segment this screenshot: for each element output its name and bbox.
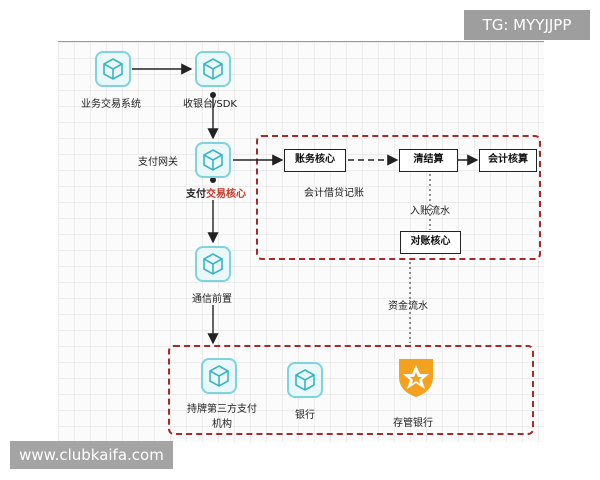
cashier-sdk-label: 收银台/SDK: [183, 99, 237, 110]
funds-flow-label: 资金流水: [388, 301, 428, 312]
canvas-top-border: [58, 41, 544, 42]
accounting-ledger-label: 会计借贷记账: [304, 188, 364, 199]
payment-core-label: 支付交易核心: [186, 185, 246, 200]
clearing-box[interactable]: 清结算: [399, 149, 458, 172]
cube-icon[interactable]: [195, 142, 231, 178]
accounting-core-box[interactable]: 会计核算: [479, 149, 537, 172]
cube-icon[interactable]: [195, 246, 231, 282]
star-bank-icon[interactable]: [395, 355, 437, 399]
watermark-bottom: www.clubkaifa.com: [10, 441, 173, 469]
payment-core-label-part2: 交易核心: [206, 189, 246, 200]
licensed-institution-label-line1: 持牌第三方支付: [187, 404, 257, 415]
cube-icon[interactable]: [201, 358, 237, 394]
incoming-flow-label: 入账流水: [410, 206, 450, 217]
licensed-institution-label: 持牌第三方支付 机构: [184, 400, 260, 430]
watermark-top: TG: MYYJJPP: [464, 10, 590, 40]
custody-bank-label: 存管银行: [393, 418, 433, 429]
bank-label: 银行: [295, 410, 315, 421]
business-system-label: 业务交易系统: [81, 99, 141, 110]
licensed-institution-label-line2: 机构: [212, 419, 232, 430]
institutions-dashed-region: [168, 345, 534, 435]
accounting-dashed-region: [256, 135, 541, 260]
cube-icon[interactable]: [287, 362, 323, 398]
account-core-box[interactable]: 账务核心: [284, 149, 346, 172]
payment-core-label-part1: 支付: [186, 189, 206, 200]
payment-gateway-label: 支付网关: [138, 157, 178, 168]
comm-front-label: 通信前置: [192, 294, 232, 305]
cube-icon[interactable]: [195, 51, 231, 87]
reconciliation-core-box[interactable]: 对账核心: [400, 231, 461, 254]
connector-dot-core: [210, 177, 216, 183]
cube-icon[interactable]: [95, 51, 131, 87]
diagram-canvas: [58, 42, 544, 442]
